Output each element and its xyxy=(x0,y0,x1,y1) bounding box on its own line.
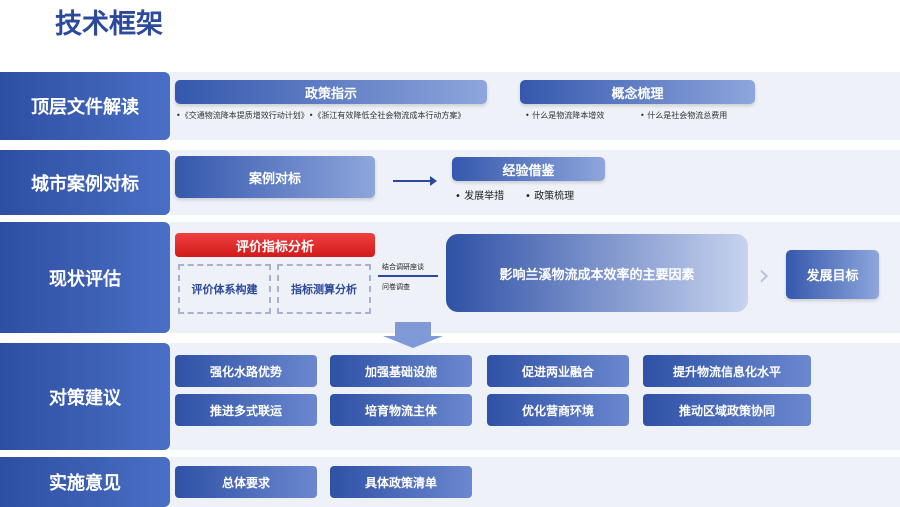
measure-item: 提升物流信息化水平 xyxy=(643,355,811,387)
index-calc-box: 指标测算分析 xyxy=(277,264,371,314)
measure-item: 优化营商环境 xyxy=(487,394,629,426)
experience-item: 政策梳理 xyxy=(534,191,575,202)
row-label-city-cases: 城市案例对标 xyxy=(0,150,170,215)
concept-box: 概念梳理 xyxy=(520,80,755,104)
arrow-icon xyxy=(393,180,433,182)
measure-item: 加强基础设施 xyxy=(330,355,472,387)
policy-box: 政策指示 xyxy=(175,80,487,104)
case-box: 案例对标 xyxy=(175,156,375,198)
method-label: 问卷调查 xyxy=(382,283,410,291)
factors-box: 影响兰溪物流成本效率的主要因素 xyxy=(446,234,748,312)
experience-item: 发展举措 xyxy=(464,191,505,202)
concept-item: 什么是社会物流总费用 xyxy=(647,111,728,120)
policy-items: •《交通物流降本提质增效行动计划》•《浙江有效降低全社会物流成本行动方案》 xyxy=(176,111,466,120)
measure-item: 推进多式联运 xyxy=(175,394,317,426)
concept-item: 什么是物流降本增效 xyxy=(532,111,605,120)
chevron-right-icon: › xyxy=(758,258,770,293)
measure-item: 推动区域政策协同 xyxy=(643,394,811,426)
goal-box: 发展目标 xyxy=(786,250,879,299)
measure-item: 强化水路优势 xyxy=(175,355,317,387)
impl-item: 具体政策清单 xyxy=(330,466,472,498)
down-arrow-head-icon xyxy=(383,336,443,348)
measure-item: 促进两业融合 xyxy=(487,355,629,387)
impl-item: 总体要求 xyxy=(175,466,317,498)
experience-box: 经验借鉴 xyxy=(452,157,605,181)
row-label-assessment: 现状评估 xyxy=(0,222,170,333)
method-label: 结合调研座谈 xyxy=(382,263,424,271)
arrow-head-icon xyxy=(430,176,437,186)
row-label-top-docs: 顶层文件解读 xyxy=(0,72,170,140)
measure-item: 培育物流主体 xyxy=(330,394,472,426)
page-title: 技术框架 xyxy=(55,9,163,40)
eval-system-box: 评价体系构建 xyxy=(178,264,271,314)
eval-index-box: 评价指标分析 xyxy=(175,233,375,257)
row-label-implementation: 实施意见 xyxy=(0,457,170,507)
row-label-countermeasures: 对策建议 xyxy=(0,343,170,450)
arrow-icon xyxy=(378,275,438,277)
down-arrow-icon xyxy=(395,322,431,336)
